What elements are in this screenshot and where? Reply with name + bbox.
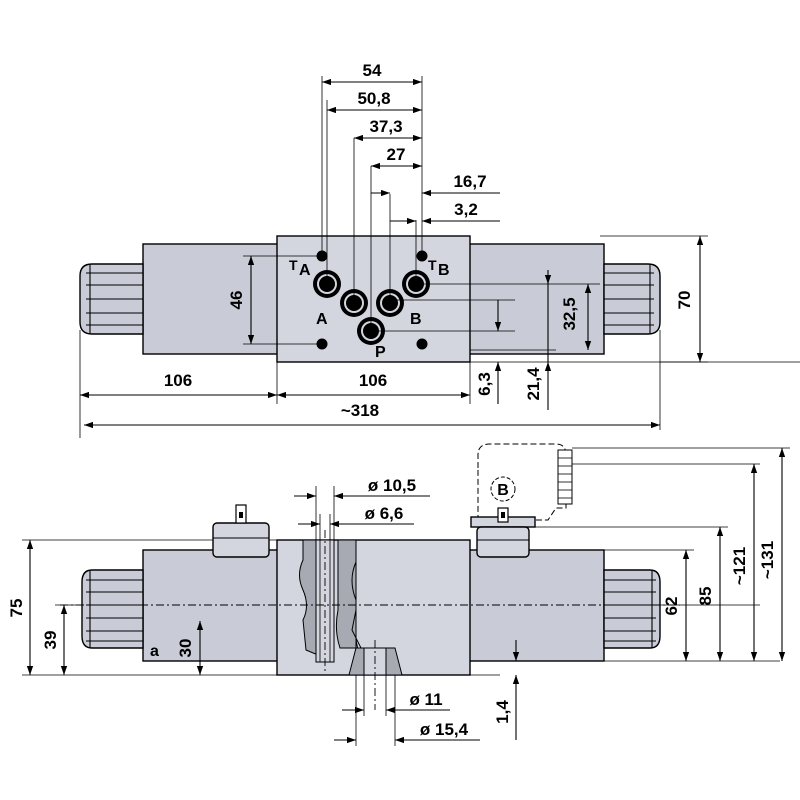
dim-37-3: 37,3 [369,117,402,136]
dim-dia-15-4: ø 15,4 [420,720,469,739]
dim-16-7: 16,7 [453,172,486,191]
port-t-prefix-right: T [428,257,437,273]
dim-21-4: 21,4 [524,367,543,401]
dim-6-3: 6,3 [475,372,494,396]
mounting-hole [416,338,428,350]
dim-70: 70 [675,291,694,310]
section-cutaway [299,539,403,676]
dim-1-4: 1,4 [493,700,512,724]
port-label-ta: A [299,262,311,279]
dim-106-center: 106 [359,371,387,390]
dim-106-left: 106 [164,371,192,390]
label-a-side: a [150,643,159,660]
port-label-a: A [316,311,328,328]
left-connector-plug [212,504,270,558]
side-left-override-knob [81,569,144,649]
connector-label-b: B [497,482,509,499]
dim-27: 27 [387,145,406,164]
left-solenoid-coil [142,243,280,355]
dim-3-2: 3,2 [454,200,478,219]
port-t-prefix-left: T [289,257,298,273]
dim-75: 75 [7,599,26,618]
side-right-coil [467,549,605,662]
dim-50-8: 50,8 [357,89,390,108]
dim-54: 54 [363,61,382,80]
dim-85: 85 [696,587,715,606]
dim-318: ~318 [341,401,379,420]
side-left-coil [142,549,280,662]
right-override-knob [603,263,661,335]
left-override-knob [79,263,144,335]
dim-32-5: 32,5 [560,297,579,330]
dim-131: ~131 [758,541,777,579]
right-solenoid-coil [467,243,605,355]
right-connector-plug: B [470,443,573,558]
dim-46: 46 [227,291,246,310]
side-right-override-knob [603,569,661,649]
dim-62: 62 [662,597,681,616]
dim-121: ~121 [730,547,749,585]
port-label-p: P [375,344,386,361]
dim-dia-6-6: ø 6,6 [365,504,404,523]
dim-30: 30 [176,639,195,658]
port-label-tb: B [438,262,450,279]
dim-dia-11: ø 11 [409,690,442,709]
top-view: T A T B A B P 54 50,8 37,3 27 16,7 3,2 [79,61,800,438]
dim-39: 39 [41,631,60,650]
dim-dia-10-5: ø 10,5 [368,476,416,495]
side-view: B [7,443,790,746]
port-label-b: B [410,311,422,328]
